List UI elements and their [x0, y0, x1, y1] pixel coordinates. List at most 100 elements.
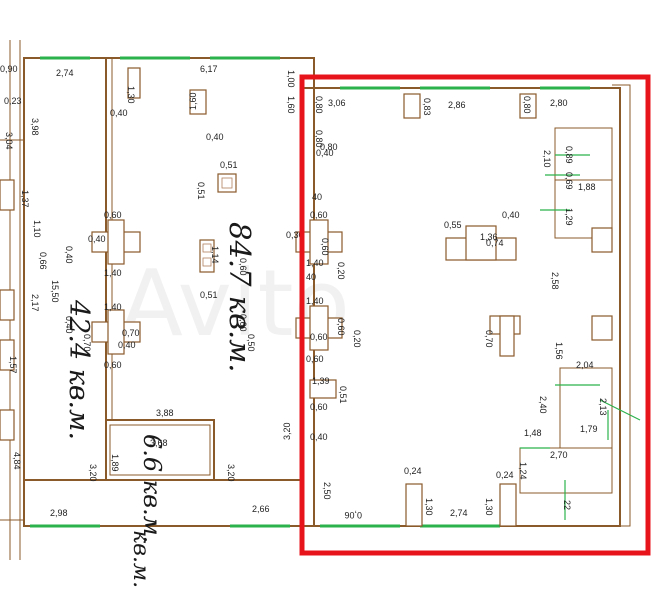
- dim-label: 0,40: [110, 108, 128, 118]
- dim-label: 0,23: [4, 96, 22, 106]
- dim-label: 0,83: [422, 98, 432, 116]
- dim-label: 2,13: [598, 398, 608, 416]
- dim-label: 0,70: [122, 328, 140, 338]
- dim-label: 0,40: [502, 210, 520, 220]
- dim-label: 3,06: [328, 98, 346, 108]
- dim-label: 6,17: [200, 64, 218, 74]
- dim-label: 3,68: [150, 438, 168, 448]
- dim-label: 0,40: [118, 340, 136, 350]
- dim-label: 2,66: [252, 504, 270, 514]
- dim-label: 0,40: [310, 432, 328, 442]
- dim-label: 0,06: [344, 510, 362, 520]
- dim-label: 1,29: [564, 208, 574, 226]
- dim-label: 1,40: [306, 296, 324, 306]
- dim-label: 0,69: [564, 172, 574, 190]
- dim-label: 22: [562, 500, 572, 510]
- dim-label: 1,57: [8, 356, 18, 374]
- dim-label: 0,51: [338, 386, 348, 404]
- dim-label: 1,24: [518, 462, 528, 480]
- dim-label: 0,66: [38, 252, 48, 270]
- dim-label: 2,50: [322, 482, 332, 500]
- dim-label: 1,79: [580, 424, 598, 434]
- dim-label: 0,50: [246, 334, 256, 352]
- dim-label: 0,80: [320, 142, 338, 152]
- dim-label: 0,40: [64, 246, 74, 264]
- dim-label: 0,51: [200, 290, 218, 300]
- dim-label: 1,60: [286, 96, 296, 114]
- dim-label: 0,60: [310, 332, 328, 342]
- dim-label: 2,04: [576, 360, 594, 370]
- dim-label: 3,20: [226, 464, 236, 482]
- dim-label: 4,84: [12, 452, 22, 470]
- area-label-small: 6.6 кв.м.: [138, 434, 166, 543]
- windows: [30, 56, 641, 528]
- dim-label: 0,60: [320, 238, 330, 256]
- dim-label: 3,20: [88, 464, 98, 482]
- dim-label: 3,20: [282, 422, 292, 440]
- dim-label: 2,74: [56, 68, 74, 78]
- dim-label: 3,98: [30, 118, 40, 136]
- dim-label: 0,60: [336, 318, 346, 336]
- dim-label: 0,60: [104, 360, 122, 370]
- columns: [0, 67, 613, 527]
- dim-label: 1,88: [578, 182, 596, 192]
- dim-label: 1,30: [484, 498, 494, 516]
- dim-label: 1,60: [188, 92, 198, 110]
- dim-label: 1,40: [104, 302, 122, 312]
- dim-label: 2,86: [448, 100, 466, 110]
- dim-label: 1,00: [286, 70, 296, 88]
- dim-label: 0,70: [484, 330, 494, 348]
- dim-label: 0,70: [82, 334, 92, 352]
- dim-label: 1,14: [210, 246, 220, 264]
- area-label-bottom: кв.м.: [128, 530, 153, 588]
- dim-label: 0,90: [0, 64, 18, 74]
- dim-label: 0,24: [496, 470, 514, 480]
- dim-label: 0,60: [310, 402, 328, 412]
- dim-label: 15,50: [50, 280, 60, 303]
- dim-label: 2,40: [538, 396, 548, 414]
- dim-label: 0,55: [444, 220, 462, 230]
- dim-label: 0,51: [220, 160, 238, 170]
- dim-label: 1,30: [126, 86, 136, 104]
- dim-label: 0,80: [314, 96, 324, 114]
- dim-label: 0,60: [238, 314, 248, 332]
- dim-label: 0,51: [196, 182, 206, 200]
- dim-label: 0,80: [314, 130, 324, 148]
- dimension-labels: 0,90 0,23 3,04 3,98 2,74 1,30 6,17 1,60 …: [0, 64, 608, 520]
- dim-label: 1,40: [104, 268, 122, 278]
- dim-label: 3,04: [4, 132, 14, 150]
- dim-label: 2,98: [50, 508, 68, 518]
- area-label-left: 42.4 кв.м.: [63, 299, 94, 440]
- dim-label: 1,36: [480, 232, 498, 242]
- dim-label: 1,10: [32, 220, 42, 238]
- dim-label: 2,80: [550, 98, 568, 108]
- dim-label: 0,40: [88, 234, 106, 244]
- dim-label: 0,89: [564, 146, 574, 164]
- dim-label: 2,70: [550, 450, 568, 460]
- dim-label: 0,20: [336, 262, 346, 280]
- dim-label: 0,40: [316, 148, 334, 158]
- dim-label: 2,10: [542, 150, 552, 168]
- dim-label: 0,20: [352, 330, 362, 348]
- highlight-frame: [299, 74, 651, 556]
- dim-label: 40: [312, 192, 322, 202]
- dim-label: 2,17: [30, 294, 40, 312]
- dim-label: 2,58: [550, 272, 560, 290]
- area-labels: 42.4 кв.м. 84.7 кв.м. 6.6 кв.м. кв.м.: [63, 222, 257, 588]
- dim-label: 0,60: [310, 210, 328, 220]
- dim-label: 2,74: [450, 508, 468, 518]
- dim-label: 0,60: [306, 354, 324, 364]
- dim-label: 0,60: [238, 258, 248, 276]
- area-label-center: 84.7 кв.м.: [223, 222, 257, 372]
- dim-label: 0,60: [104, 210, 122, 220]
- dim-label: 1,56: [554, 342, 564, 360]
- dim-label: 1,48: [524, 428, 542, 438]
- dim-label: 0,80: [522, 96, 532, 114]
- dim-label: 1,39: [312, 376, 330, 386]
- dim-label: 1,40: [306, 258, 324, 268]
- dim-label: 0,40: [64, 316, 74, 334]
- dim-label: 0,24: [404, 466, 422, 476]
- dim-label: 1,89: [110, 454, 120, 472]
- dim-label: 1,30: [424, 498, 434, 516]
